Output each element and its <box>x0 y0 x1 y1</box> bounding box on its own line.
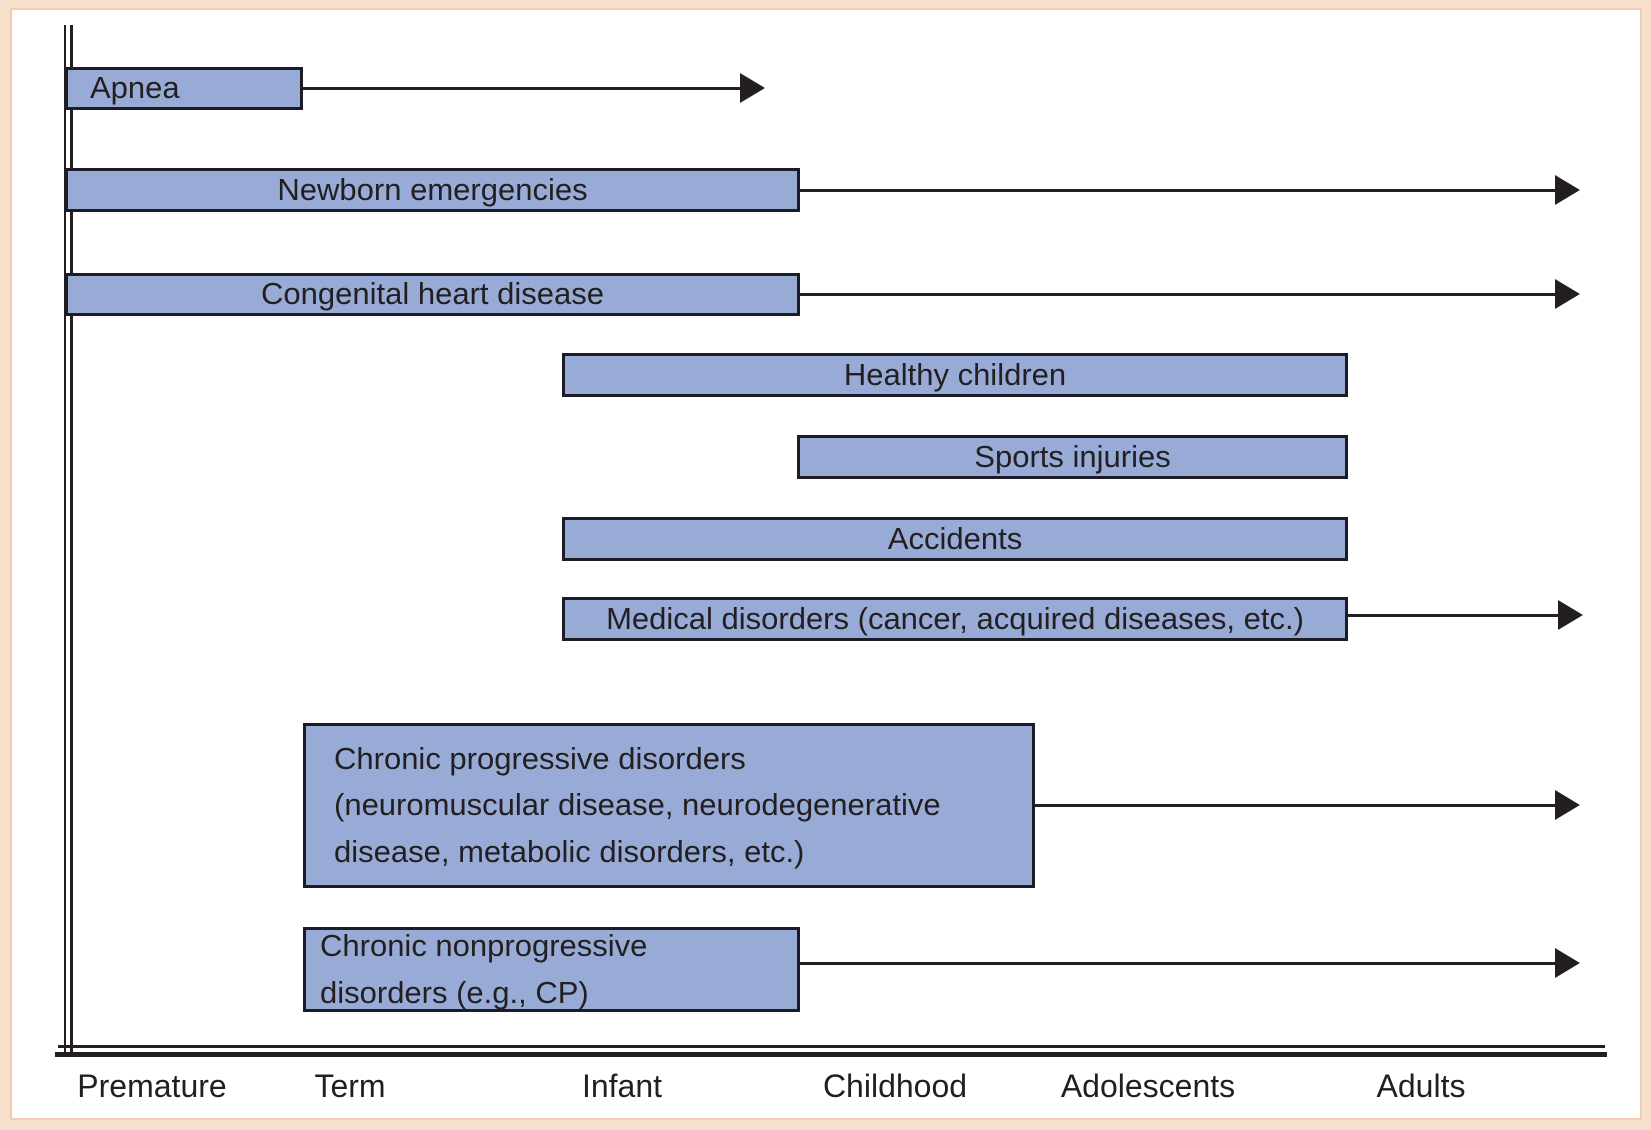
timeline-bar-chronic-nonprogressive-disorders: Chronic nonprogressive disorders (e.g., C… <box>303 927 800 1012</box>
arrow-line-congenital-heart-disease <box>800 293 1558 296</box>
arrow-line-chronic-nonprogressive-disorders <box>800 962 1558 965</box>
arrowhead-icon-chronic-progressive-disorders <box>1555 790 1580 820</box>
timeline-bar-medical-disorders: Medical disorders (cancer, acquired dise… <box>562 597 1348 641</box>
timeline-bar-newborn-emergencies: Newborn emergencies <box>65 168 800 212</box>
bar-label: Healthy children <box>843 356 1067 392</box>
y-axis-line-inner <box>70 25 73 1055</box>
bar-label: Congenital heart disease <box>261 276 604 312</box>
bar-label: (neuromuscular disease, neurodegenerativ… <box>334 787 941 823</box>
x-axis-label-childhood: Childhood <box>822 1068 968 1104</box>
arrow-line-apnea <box>303 87 743 90</box>
arrowhead-icon-newborn-emergencies <box>1555 175 1580 205</box>
bar-label: disease, metabolic disorders, etc.) <box>334 833 805 869</box>
x-axis-label-adults: Adults <box>1376 1068 1466 1104</box>
arrow-line-newborn-emergencies <box>800 189 1558 192</box>
x-axis-label-premature: Premature <box>77 1068 227 1104</box>
bar-label: Chronic nonprogressive <box>320 928 648 963</box>
bar-label: Accidents <box>887 520 1023 556</box>
timeline-bar-congenital-heart-disease: Congenital heart disease <box>65 273 800 316</box>
arrow-line-chronic-progressive-disorders <box>1035 804 1558 807</box>
bar-label: Newborn emergencies <box>277 171 588 207</box>
x-axis-label-adolescents: Adolescents <box>1060 1068 1236 1104</box>
bar-label: disorders (e.g., CP) <box>320 974 589 1010</box>
timeline-bar-healthy-children: Healthy children <box>562 353 1348 397</box>
x-axis-label-term: Term <box>314 1068 386 1104</box>
timeline-bar-sports-injuries: Sports injuries <box>797 435 1348 479</box>
x-axis-label-infant: Infant <box>581 1068 663 1104</box>
timeline-bar-apnea: Apnea <box>65 67 303 110</box>
bar-label: Apnea <box>90 70 180 106</box>
arrowhead-icon-congenital-heart-disease <box>1555 279 1580 309</box>
arrowhead-icon-apnea <box>740 73 765 103</box>
x-axis-line-thick <box>55 1052 1607 1057</box>
bar-label: Chronic progressive disorders <box>334 740 746 776</box>
arrowhead-icon-medical-disorders <box>1558 600 1583 630</box>
timeline-bar-chronic-progressive-disorders: Chronic progressive disorders (neuromuscu… <box>303 723 1035 888</box>
arrow-line-medical-disorders <box>1348 614 1561 617</box>
timeline-bar-accidents: Accidents <box>562 517 1348 561</box>
bar-label: Sports injuries <box>974 438 1171 474</box>
bar-label: Medical disorders (cancer, acquired dise… <box>606 600 1304 636</box>
arrowhead-icon-chronic-nonprogressive-disorders <box>1555 948 1580 978</box>
x-axis-line-thin <box>58 1045 1605 1048</box>
y-axis-line-outer <box>64 25 66 1055</box>
